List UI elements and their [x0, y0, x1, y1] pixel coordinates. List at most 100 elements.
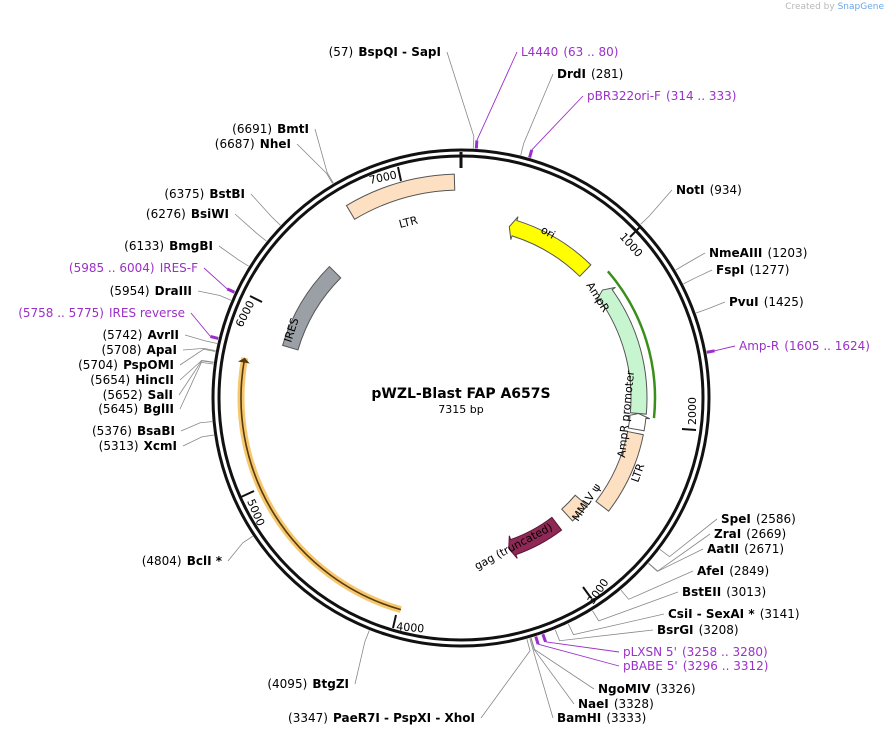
primer-site-mark: [534, 636, 540, 645]
restriction-site-btgzi[interactable]: (4095) BtgZI: [267, 673, 349, 692]
site-label[interactable]: (5742) AvrII: [102, 324, 179, 343]
primer-position: (3258 .. 3280): [682, 645, 768, 659]
primer-site-mark: [210, 335, 219, 340]
primer-site-mark: [541, 633, 547, 643]
site-position: (2669): [746, 527, 786, 541]
primer-label[interactable]: pLXSN 5' (3258 .. 3280): [623, 641, 768, 660]
site-label[interactable]: (4804) BclI *: [142, 550, 223, 569]
restriction-site-draiii[interactable]: (5954) DraIII: [110, 280, 192, 299]
site-label[interactable]: (6276) BsiWI: [146, 203, 229, 222]
site-leader-line: [296, 143, 333, 184]
site-label[interactable]: (6375) BstBI: [164, 183, 245, 202]
primer-plxsn5[interactable]: pLXSN 5' (3258 .. 3280): [623, 641, 768, 660]
restriction-site-csii[interactable]: CsiI - SexAI * (3141): [668, 603, 800, 622]
restriction-site-bmti[interactable]: (6691) BmtI: [232, 118, 309, 137]
primer-label[interactable]: Amp-R (1605 .. 1624): [739, 335, 870, 354]
ltr-right-feature: [595, 430, 644, 512]
site-name: NgoMIV: [598, 682, 651, 696]
site-label[interactable]: (57) BspQI - SapI: [329, 41, 441, 60]
restriction-site-nmeaiii[interactable]: NmeAIII (1203): [709, 242, 807, 261]
primer-iresreverse[interactable]: (5758 .. 5775) IRES reverse: [18, 302, 185, 321]
site-label[interactable]: SpeI (2586): [721, 508, 796, 527]
site-name: BclI *: [187, 554, 223, 568]
site-label[interactable]: (6687) NheI: [215, 133, 291, 152]
restriction-site-aatii[interactable]: AatII (2671): [707, 538, 784, 557]
site-name: SpeI: [721, 512, 751, 526]
restriction-site-drdi[interactable]: DrdI (281): [557, 63, 623, 82]
restriction-site-bsrgi[interactable]: BsrGI (3208): [657, 619, 739, 638]
primer-pbr322orif[interactable]: pBR322ori-F (314 .. 333): [587, 85, 736, 104]
restriction-site-bamhi[interactable]: BamHI (3333): [557, 707, 646, 726]
site-label[interactable]: (3347) PaeR7I - PspXI - XhoI: [288, 707, 475, 726]
restriction-site-bcli[interactable]: (4804) BclI *: [142, 550, 223, 569]
site-name: BglII: [143, 402, 174, 416]
restriction-site-nhei[interactable]: (6687) NheI: [215, 133, 291, 152]
feature-label-gag: gag (truncated): [472, 521, 554, 573]
primer-label[interactable]: (5758 .. 5775) IRES reverse: [18, 302, 185, 321]
restriction-site-sali[interactable]: (5652) SalI: [103, 384, 173, 403]
site-label[interactable]: (4095) BtgZI: [267, 673, 349, 692]
site-label[interactable]: (5645) BglII: [98, 398, 174, 417]
primer-label[interactable]: pBR322ori-F (314 .. 333): [587, 85, 736, 104]
site-label[interactable]: (5704) PspOMI: [78, 354, 174, 373]
site-label[interactable]: (5708) ApaI: [102, 339, 177, 358]
site-label[interactable]: NotI (934): [676, 179, 742, 198]
site-label[interactable]: (5954) DraIII: [110, 280, 192, 299]
site-label[interactable]: (6133) BmgBI: [124, 235, 213, 254]
site-label[interactable]: FspI (1277): [716, 259, 789, 278]
restriction-site-afei[interactable]: AfeI (2849): [697, 560, 769, 579]
restriction-site-pspomi[interactable]: (5704) PspOMI: [78, 354, 174, 373]
primer-ampr[interactable]: Amp-R (1605 .. 1624): [739, 335, 870, 354]
site-label[interactable]: BstEII (3013): [682, 581, 766, 600]
restriction-site-hincii[interactable]: (5654) HincII: [90, 369, 174, 388]
primer-pbabe5[interactable]: pBABE 5' (3296 .. 3312): [623, 655, 768, 674]
restriction-site-noti[interactable]: NotI (934): [676, 179, 742, 198]
restriction-site-xcmi[interactable]: (5313) XcmI: [99, 435, 177, 454]
primer-name: Amp-R: [739, 339, 779, 353]
site-label[interactable]: (5313) XcmI: [99, 435, 177, 454]
site-label[interactable]: AatII (2671): [707, 538, 784, 557]
site-leader-line: [178, 360, 214, 396]
site-leader-line: [218, 245, 249, 267]
site-label[interactable]: ZraI (2669): [714, 523, 786, 542]
restriction-site-naei[interactable]: NaeI (3328): [578, 693, 654, 712]
site-label[interactable]: DrdI (281): [557, 63, 623, 82]
restriction-site-ngomiv[interactable]: NgoMIV (3326): [598, 678, 696, 697]
site-label[interactable]: CsiI - SexAI * (3141): [668, 603, 800, 622]
site-label[interactable]: NgoMIV (3326): [598, 678, 696, 697]
primer-iresf[interactable]: (5985 .. 6004) IRES-F: [69, 257, 198, 276]
site-label[interactable]: PvuI (1425): [729, 291, 804, 310]
site-leader-line: [354, 630, 370, 685]
tick-6000: 6000: [233, 295, 263, 329]
site-label[interactable]: (5652) SalI: [103, 384, 173, 403]
restriction-site-bspqi[interactable]: (57) BspQI - SapI: [329, 41, 441, 60]
site-label[interactable]: NaeI (3328): [578, 693, 654, 712]
restriction-site-bstbi[interactable]: (6375) BstBI: [164, 183, 245, 202]
primer-label[interactable]: (5985 .. 6004) IRES-F: [69, 257, 198, 276]
restriction-site-bsteii[interactable]: BstEII (3013): [682, 581, 766, 600]
credit-text: Created by: [785, 2, 835, 12]
bsd-orf-arrowhead: [237, 357, 250, 364]
restriction-site-bsabi[interactable]: (5376) BsaBI: [92, 420, 175, 439]
site-label[interactable]: NmeAIII (1203): [709, 242, 807, 261]
restriction-site-bglii[interactable]: (5645) BglII: [98, 398, 174, 417]
restriction-site-avrii[interactable]: (5742) AvrII: [102, 324, 179, 343]
restriction-site-fspi[interactable]: FspI (1277): [716, 259, 789, 278]
restriction-site-pvui[interactable]: PvuI (1425): [729, 291, 804, 310]
restriction-site-paer7i[interactable]: (3347) PaeR7I - PspXI - XhoI: [288, 707, 475, 726]
primer-label[interactable]: pBABE 5' (3296 .. 3312): [623, 655, 768, 674]
primer-l4440[interactable]: L4440 (63 .. 80): [521, 41, 619, 60]
site-name: AatII: [707, 542, 739, 556]
restriction-site-bmgbi[interactable]: (6133) BmgBI: [124, 235, 213, 254]
restriction-site-apai[interactable]: (5708) ApaI: [102, 339, 177, 358]
site-label[interactable]: AfeI (2849): [697, 560, 769, 579]
restriction-site-bsiwi[interactable]: (6276) BsiWI: [146, 203, 229, 222]
site-label[interactable]: BsrGI (3208): [657, 619, 739, 638]
site-label[interactable]: BamHI (3333): [557, 707, 646, 726]
site-label[interactable]: (5376) BsaBI: [92, 420, 175, 439]
primer-label[interactable]: L4440 (63 .. 80): [521, 41, 619, 60]
site-label[interactable]: (6691) BmtI: [232, 118, 309, 137]
restriction-site-spei[interactable]: SpeI (2586): [721, 508, 796, 527]
restriction-site-zrai[interactable]: ZraI (2669): [714, 523, 786, 542]
site-label[interactable]: (5654) HincII: [90, 369, 174, 388]
